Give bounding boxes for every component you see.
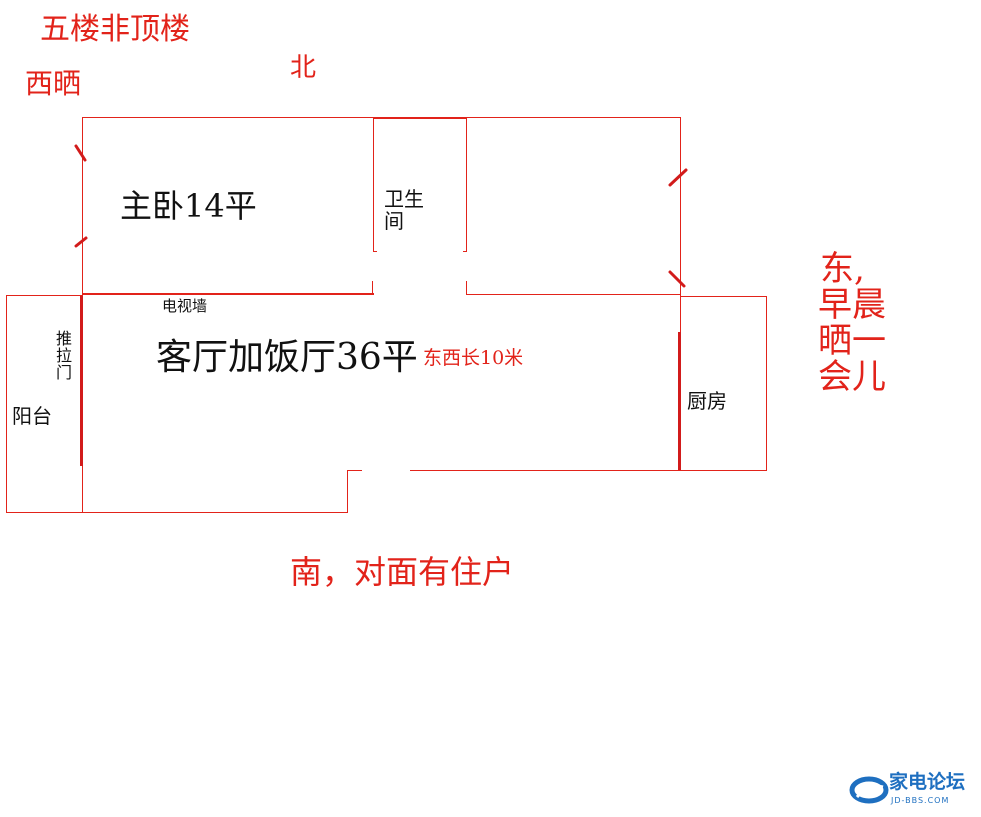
- balcony-label: 阳台: [12, 404, 52, 428]
- kitchen-bottom-wall: [681, 470, 767, 471]
- partition-right-line: [467, 294, 681, 295]
- east-window-mark-bottom: [668, 270, 686, 288]
- north-label: 北: [290, 53, 317, 83]
- partition-stub-left: [372, 281, 373, 295]
- balcony-left-wall: [6, 295, 7, 513]
- east-window-mark-top: [668, 168, 688, 187]
- kitchen-right-wall: [766, 296, 767, 471]
- bathroom-right-wall: [466, 118, 467, 251]
- balcony-top-wall: [6, 295, 83, 296]
- living-length-label: 东西长10米: [423, 347, 524, 369]
- floor-note-label: 五楼非顶楼: [40, 12, 190, 47]
- partition-stub-right: [466, 281, 467, 295]
- south-bottom-wall: [6, 512, 348, 513]
- kitchen-top-wall: [681, 296, 767, 297]
- living-dining-label: 客厅加饭厅36平: [156, 337, 418, 378]
- bathroom-bottom-right: [463, 251, 467, 252]
- east-label: 东,: [820, 249, 865, 289]
- kitchen-label: 厨房: [687, 389, 727, 413]
- bathroom-bottom-left: [373, 251, 377, 252]
- entry-side-wall: [347, 470, 348, 513]
- west-window-mark-top: [74, 144, 87, 162]
- east-morning-label: 早晨: [818, 285, 886, 325]
- tv-wall-label: 电视墙: [162, 297, 208, 315]
- north-wall: [82, 117, 681, 118]
- watermark-brand: 家电论坛: [889, 771, 966, 793]
- bathroom-label: 卫生间: [384, 187, 424, 233]
- watermark-site: JD-BBS.COM: [891, 796, 950, 805]
- west-sun-label: 西晒: [25, 67, 82, 100]
- east-sun-label: 晒一: [818, 321, 886, 361]
- master-bedroom-label: 主卧14平: [120, 187, 257, 225]
- sliding-door-line: [80, 296, 83, 466]
- living-bottom-wall: [410, 470, 681, 471]
- bathroom-left-wall: [373, 118, 374, 251]
- kitchen-door-line: [678, 332, 681, 470]
- watermark-swirl-icon: [849, 776, 889, 804]
- east-while-label: 会儿: [818, 357, 886, 397]
- sliding-door-label: 推拉门: [53, 330, 72, 381]
- south-label: 南，对面有住户: [290, 553, 515, 591]
- west-window-mark-bottom: [74, 236, 88, 248]
- bathroom-top-wall: [373, 118, 467, 119]
- tv-wall-line: [82, 293, 374, 295]
- watermark-logo: 家电论坛 JD-BBS.COM: [849, 771, 973, 811]
- entry-stub: [348, 470, 362, 471]
